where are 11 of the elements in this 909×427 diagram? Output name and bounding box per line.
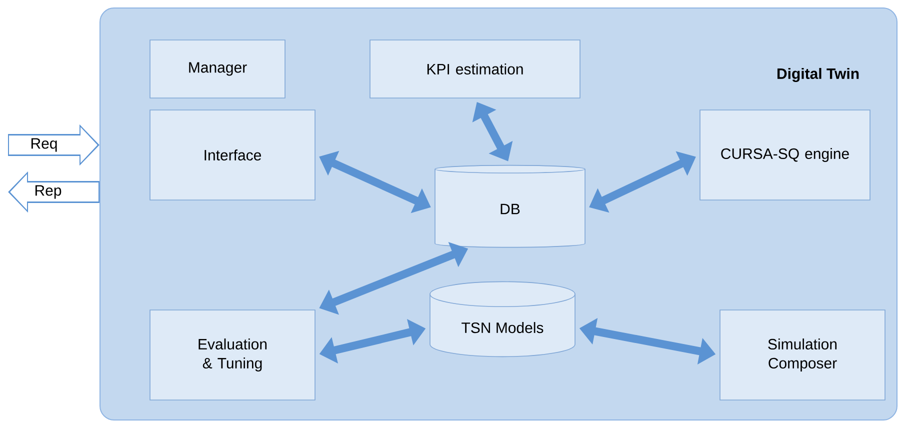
process-box: Simulation Composer (720, 310, 886, 400)
database-cylinder: DB (434, 164, 586, 248)
edge-label: Rep (35, 185, 62, 199)
process-box: CURSA-SQ engine (700, 110, 870, 200)
edge-label: Req (31, 138, 57, 152)
process-box: Manager (150, 40, 286, 98)
process-box: Interface (150, 110, 316, 200)
panel-title: Digital Twin (777, 68, 859, 82)
process-box: KPI estimation (370, 40, 580, 98)
process-box: Evaluation & Tuning (150, 310, 316, 400)
database-cylinder: TSN Models (430, 281, 576, 358)
